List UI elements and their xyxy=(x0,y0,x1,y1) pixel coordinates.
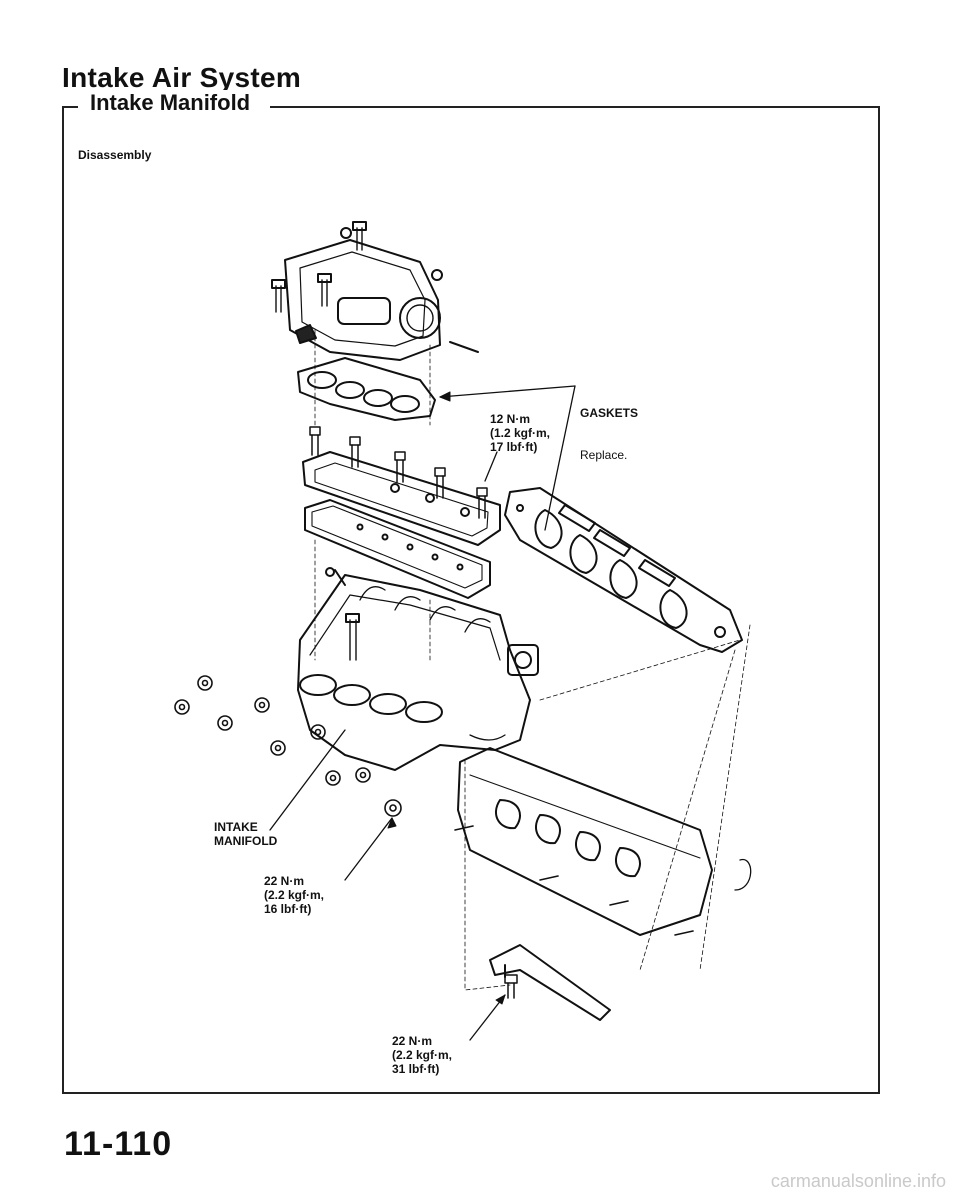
figure-frame xyxy=(62,107,880,1094)
frame-top-left-rule xyxy=(62,106,78,108)
alignment-guides xyxy=(314,329,751,991)
bolts-row xyxy=(309,426,488,519)
upper-gasket xyxy=(297,357,436,421)
seal-plate xyxy=(304,499,491,599)
section-title: Intake Air System xyxy=(62,62,302,93)
frame-top-right-rule xyxy=(270,106,880,108)
gaskets-name: GASKETS xyxy=(580,406,639,420)
cylinder-head xyxy=(454,747,752,936)
manifold-bracket xyxy=(489,944,611,1021)
side-gasket xyxy=(504,487,743,653)
intake-manifold-label: INTAKE MANIFOLD xyxy=(214,820,278,848)
cover-plate xyxy=(302,451,501,546)
page-number: 11-110 xyxy=(64,1125,173,1163)
page-subtitle: Intake Manifold xyxy=(86,90,255,116)
watermark: carmanualsonline.info xyxy=(770,1171,946,1191)
gaskets-note: Replace. xyxy=(580,448,628,462)
torque-label-lower: 22 N·m (2.2 kgf·m, 31 lbf·ft) xyxy=(392,1034,453,1076)
intake-manifold xyxy=(297,567,539,771)
flange-nuts xyxy=(174,675,402,817)
torque-label-upper: 12 N·m (1.2 kgf·m, 17 lbf·ft) xyxy=(490,412,551,454)
gaskets-label: GASKETS Replace. xyxy=(580,378,638,476)
torque-label-middle: 22 N·m (2.2 kgf·m, 16 lbf·ft) xyxy=(264,874,325,916)
throttle-body xyxy=(271,221,479,361)
figure-caption: Disassembly xyxy=(78,148,152,162)
